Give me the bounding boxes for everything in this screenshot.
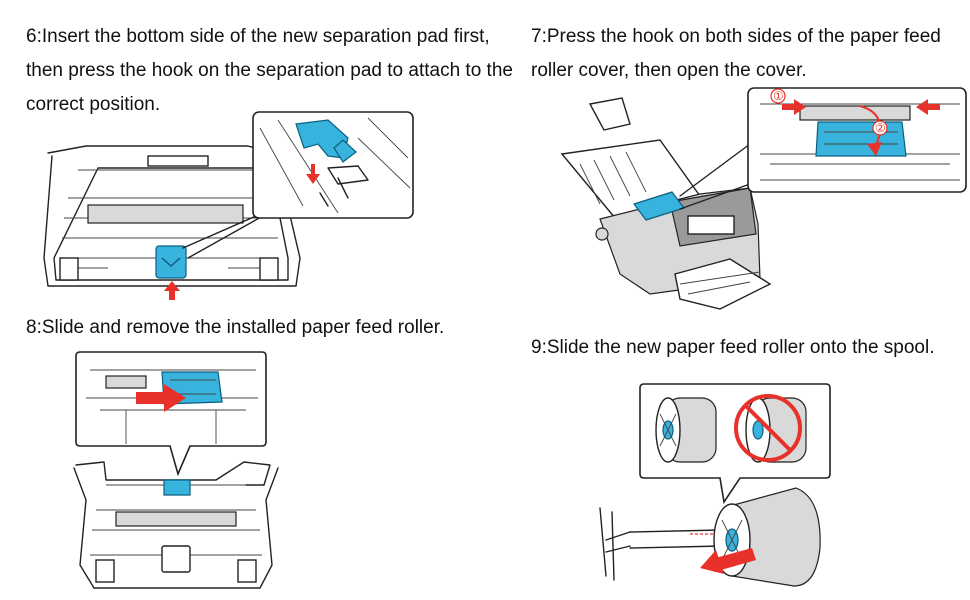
scanner-closed-body	[560, 97, 772, 310]
step-6-callout-box	[252, 111, 414, 219]
step-6-illustration	[43, 111, 414, 300]
marker-2-label: ②	[875, 121, 886, 135]
step-8-instruction: 8:Slide and remove the installed paper f…	[26, 317, 445, 338]
new-paper-feed-roller	[713, 487, 821, 587]
scanner-open-body	[43, 145, 301, 287]
step-9-instruction: 9:Slide the new paper feed roller onto t…	[531, 337, 935, 358]
step-8-callout-box	[75, 351, 267, 477]
incorrect-roller-orientation-icon	[734, 394, 807, 463]
scanner-open-body	[73, 461, 279, 589]
step-9-illustration	[599, 383, 831, 587]
step-7-illustration: ① ②	[560, 87, 967, 310]
separation-pad-part	[155, 245, 187, 279]
step-7-callout-box: ① ②	[747, 87, 967, 193]
correct-roller-orientation-icon	[655, 397, 717, 463]
left-arrow-icon	[700, 548, 756, 574]
step-9-callout-box	[639, 383, 831, 505]
step-7-instruction: 7:Press the hook on both sides of the pa…	[531, 26, 941, 81]
marker-1-label: ①	[773, 89, 784, 103]
step-8-illustration	[73, 351, 279, 589]
up-arrow-icon	[164, 281, 180, 300]
step-6-instruction: 6:Insert the bottom side of the new sepa…	[26, 26, 513, 115]
